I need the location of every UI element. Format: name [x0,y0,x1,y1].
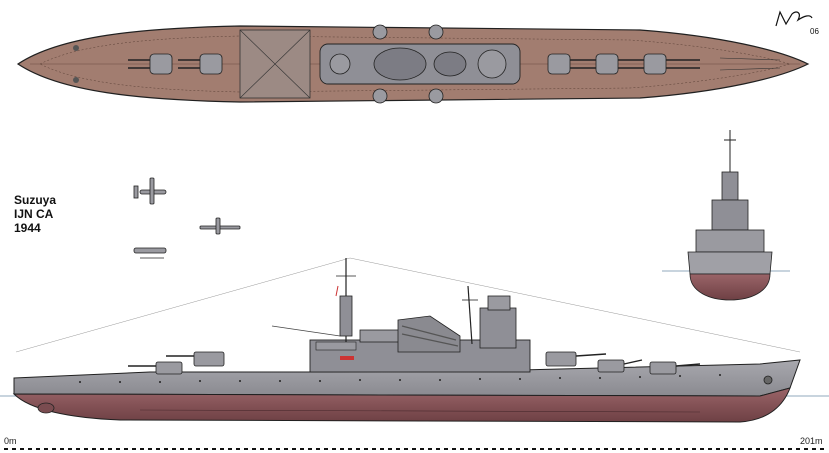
side-view [0,257,829,423]
aircraft-group [133,177,241,259]
ship-name: Suzuya [14,193,57,207]
top-turret [149,53,667,75]
aircraft-3 [133,247,167,259]
aircraft-1 [133,177,167,205]
side-turret [193,351,225,367]
scale-end-label: 201m [800,436,823,446]
side-turret [649,361,677,375]
ship-caption: Suzuya IJN CA 1944 [14,193,56,235]
side-funnel [397,315,461,353]
bow-view [662,130,790,301]
side-turret [545,351,577,367]
side-turret [597,359,625,373]
scale-start-label: 0m [4,436,17,446]
aircraft-2 [199,217,241,235]
signature-year: 06 [810,27,819,36]
side-hull-red [12,387,791,423]
side-turret [155,361,183,375]
top-deck-inner [39,35,791,93]
artist-signature: 06 [775,10,819,36]
top-view [16,24,810,104]
ship-type: IJN CA [14,207,54,221]
side-bridge [479,307,517,349]
ship-year: 1944 [14,221,41,235]
